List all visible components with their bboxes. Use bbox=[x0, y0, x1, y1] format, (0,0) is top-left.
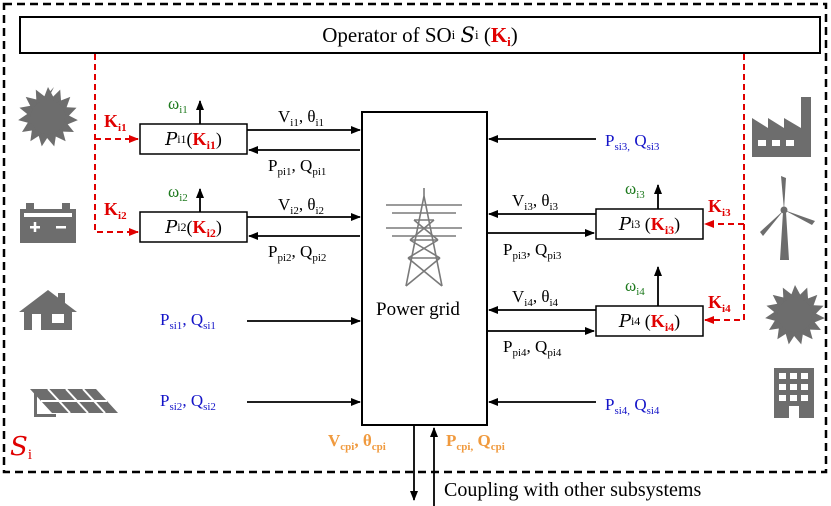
hydro-turbine-icon bbox=[18, 87, 78, 147]
controller-box-i4 bbox=[595, 305, 704, 337]
k-label-i4: Ki4 bbox=[708, 292, 731, 315]
subsystem-boundary bbox=[2, 2, 828, 474]
hydro-turbine-icon bbox=[765, 285, 825, 345]
k-label-i2: Ki2 bbox=[104, 199, 127, 222]
controller-box-i2 bbox=[139, 211, 248, 243]
solar-panel-icon bbox=[30, 388, 118, 417]
signal-arrows bbox=[247, 126, 596, 506]
house-icon bbox=[19, 290, 77, 330]
omega-label-i2: ωi2 bbox=[168, 182, 188, 204]
wind-turbine-icon bbox=[760, 176, 815, 260]
transmission-tower-icon bbox=[386, 188, 462, 287]
power-grid-label: Power grid bbox=[376, 299, 460, 320]
omega-arrows bbox=[196, 100, 662, 306]
omega-label-i4: ωi4 bbox=[625, 276, 645, 298]
control-links bbox=[94, 54, 745, 324]
office-building-icon bbox=[774, 368, 814, 418]
s-label-i2: Psi2, Qsi2 bbox=[160, 391, 216, 413]
coupling-p-q-label: Pcpi, Qcpi bbox=[446, 431, 505, 453]
coupling-label: Coupling with other subsystems bbox=[444, 479, 702, 501]
s-label-i1: Psi1, Qsi1 bbox=[160, 310, 216, 332]
vt-label-i2: Vi2, θi2 bbox=[278, 195, 325, 217]
subsystem-set-label: Si bbox=[10, 432, 32, 463]
s-label-i3: Psi3, Qsi3 bbox=[605, 131, 660, 153]
power-grid-box bbox=[361, 111, 488, 426]
omega-label-i3: ωi3 bbox=[625, 179, 645, 201]
coupling-v-theta-label: Vcpi, θcpi bbox=[328, 431, 386, 453]
pq-label-i3: Ppi3, Qpi3 bbox=[503, 240, 562, 262]
factory-icon bbox=[752, 97, 811, 157]
pq-label-i1: Ppi1, Qpi1 bbox=[268, 156, 327, 178]
controller-box-i3 bbox=[595, 208, 704, 240]
battery-icon bbox=[20, 203, 76, 243]
vt-label-i3: Vi3, θi3 bbox=[512, 191, 559, 213]
k-label-i1: Ki1 bbox=[104, 111, 127, 134]
controller-box-i1 bbox=[139, 123, 248, 155]
omega-label-i1: ωi1 bbox=[168, 94, 188, 116]
pq-label-i2: Ppi2, Qpi2 bbox=[268, 242, 327, 264]
s-label-i4: Psi4, Qsi4 bbox=[605, 395, 660, 417]
operator-box bbox=[19, 16, 821, 54]
pq-label-i4: Ppi4, Qpi4 bbox=[503, 337, 562, 359]
vt-label-i4: Vi4, θi4 bbox=[512, 287, 559, 309]
vt-label-i1: Vi1, θi1 bbox=[278, 107, 325, 129]
k-label-i3: Ki3 bbox=[708, 196, 731, 219]
